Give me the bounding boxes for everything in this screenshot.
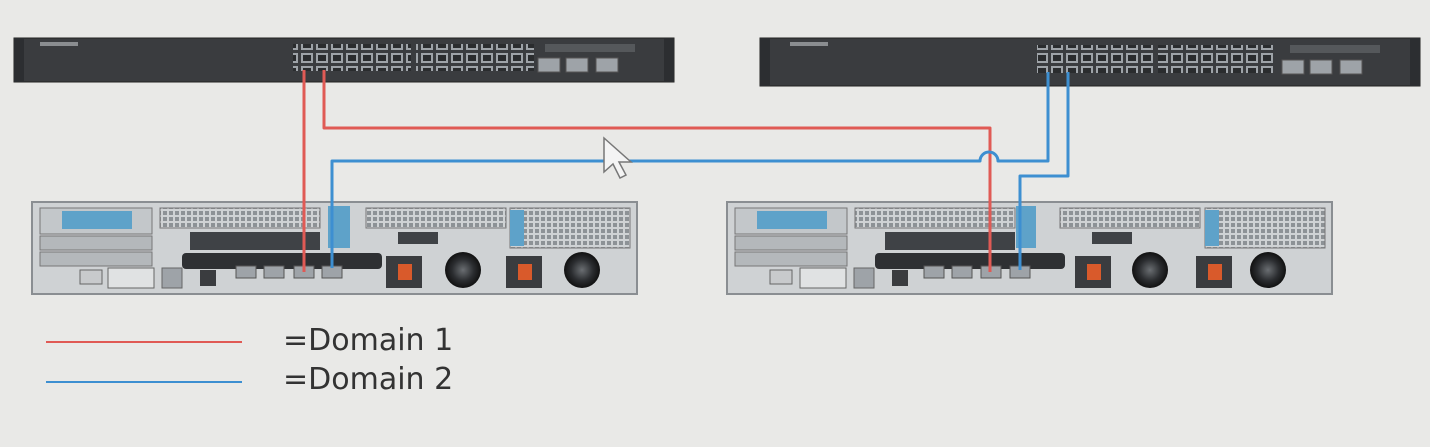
server-left [31,201,638,295]
switch-port-block [416,44,534,71]
switch-right [759,37,1421,87]
server-right [726,201,1333,295]
legend-line-domain2 [46,381,242,383]
switch-logo [40,42,78,46]
mouse-pointer-icon [603,136,633,180]
domain2-cable [1018,72,1070,270]
fan-icon [445,252,481,288]
domain1-cable [322,70,992,272]
domain2-cable [330,72,1050,268]
fan-icon [1250,252,1286,288]
legend-line-domain1 [46,341,242,343]
switch-left [13,37,675,83]
legend-label-domain1: =Domain 1 [283,323,454,358]
switch-port-block [1158,45,1276,73]
legend-label-domain2: =Domain 2 [283,362,454,397]
fan-icon [564,252,600,288]
switch-logo [790,42,828,46]
switch-port-block [293,44,411,71]
fan-icon [1132,252,1168,288]
switch-port-block [1037,45,1155,73]
